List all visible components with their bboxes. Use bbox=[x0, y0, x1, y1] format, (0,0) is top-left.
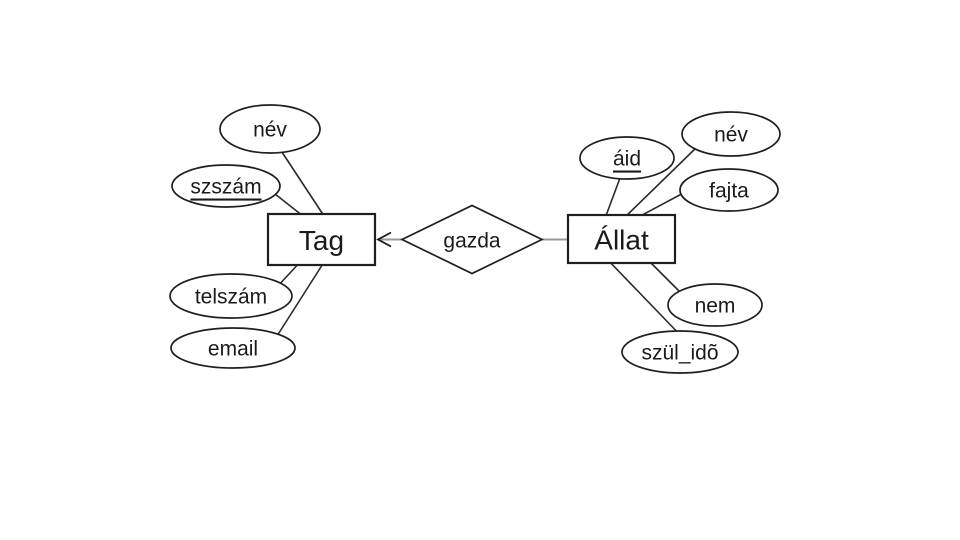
attribute-label-tag-nev: név bbox=[253, 119, 287, 142]
attribute-label-tag-szszam: szszám bbox=[190, 176, 261, 199]
attribute-allat-nev bbox=[681, 111, 781, 157]
relationship-label-gazda: gazda bbox=[443, 230, 501, 253]
attribute-label-tag-email: email bbox=[208, 338, 258, 361]
attribute-allat-aid bbox=[579, 136, 675, 180]
entity-tag bbox=[266, 212, 377, 267]
attribute-label-tag-telszam: telszám bbox=[195, 286, 267, 309]
attribute-tag-email bbox=[170, 327, 296, 369]
attribute-tag-telszam bbox=[169, 273, 293, 319]
attribute-label-allat-szul-ido: szül_idõ bbox=[641, 342, 718, 365]
attribute-allat-szul-ido bbox=[621, 330, 739, 374]
edge-tag-nev bbox=[275, 142, 329, 223]
attribute-label-allat-nem: nem bbox=[695, 295, 736, 318]
entity-allat bbox=[566, 213, 677, 265]
arrowhead-gazda-to-tag bbox=[376, 231, 392, 248]
attribute-label-allat-nev: név bbox=[714, 124, 748, 147]
edge-tag-email bbox=[276, 258, 327, 337]
attribute-tag-nev bbox=[219, 104, 321, 154]
entity-label-tag: Tag bbox=[299, 225, 344, 256]
edge-allat-szul-ido bbox=[603, 255, 686, 341]
attribute-allat-fajta bbox=[679, 168, 779, 212]
attribute-tag-szszam bbox=[171, 164, 281, 208]
attribute-allat-nem bbox=[667, 283, 763, 327]
attribute-label-allat-aid: áid bbox=[613, 148, 641, 171]
entity-label-allat: Állat bbox=[594, 225, 649, 256]
relationship-gazda bbox=[400, 204, 544, 275]
attribute-label-allat-fajta: fajta bbox=[709, 180, 749, 203]
edge-allat-nev bbox=[620, 145, 699, 222]
